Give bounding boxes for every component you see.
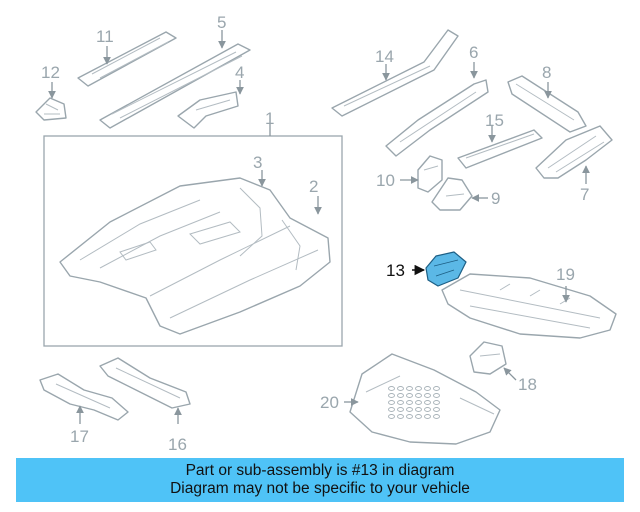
info-banner: Part or sub-assembly is #13 in diagram D… — [16, 458, 624, 502]
callout-2: 2 — [309, 177, 318, 196]
callout-14: 14 — [375, 47, 394, 66]
parts-diagram: 11 5 12 4 1 3 2 17 16 — [35, 13, 617, 454]
part-12-bracket — [35, 97, 67, 121]
callout-15: 15 — [485, 111, 504, 130]
callout-5: 5 — [217, 13, 226, 32]
callout-19: 19 — [556, 265, 575, 284]
part-19-floor-panel — [441, 273, 617, 339]
part-11-rail — [77, 31, 177, 87]
part-7-bracket — [535, 125, 613, 179]
part-20-under-cover — [349, 353, 501, 445]
part-8-rail — [507, 75, 587, 133]
part-6-sill — [385, 79, 489, 157]
part-4-bracket — [177, 91, 239, 129]
callout-12: 12 — [41, 63, 60, 82]
callout-11: 11 — [96, 27, 114, 46]
floor-pan — [59, 177, 331, 335]
part-16-crossmember — [99, 357, 191, 409]
banner-line-part-number: Part or sub-assembly is #13 in diagram — [185, 462, 455, 479]
part-5-long-rail — [99, 43, 251, 129]
callout-8: 8 — [542, 63, 551, 82]
callout-13: 13 — [386, 261, 405, 280]
banner-line-disclaimer: Diagram may not be specific to your vehi… — [170, 480, 470, 497]
callout-20: 20 — [320, 393, 339, 412]
callout-1: 1 — [265, 109, 274, 128]
callout-7: 7 — [580, 185, 589, 204]
part-14-sill — [331, 29, 459, 117]
leader-18 — [503, 367, 517, 381]
part-15-rail — [457, 129, 543, 169]
callout-9: 9 — [491, 189, 500, 208]
callout-6: 6 — [469, 43, 478, 62]
part-18-bracket — [469, 341, 507, 375]
part-17-crossmember — [39, 373, 129, 421]
callout-3: 3 — [253, 153, 262, 172]
part-1-frame — [43, 135, 343, 347]
callout-10: 10 — [376, 171, 395, 190]
callout-18: 18 — [518, 375, 537, 394]
callout-17: 17 — [70, 427, 89, 446]
callout-4: 4 — [235, 63, 244, 82]
part-10-bracket — [417, 155, 443, 193]
part-13-highlighted — [425, 251, 467, 287]
callout-16: 16 — [168, 435, 187, 454]
